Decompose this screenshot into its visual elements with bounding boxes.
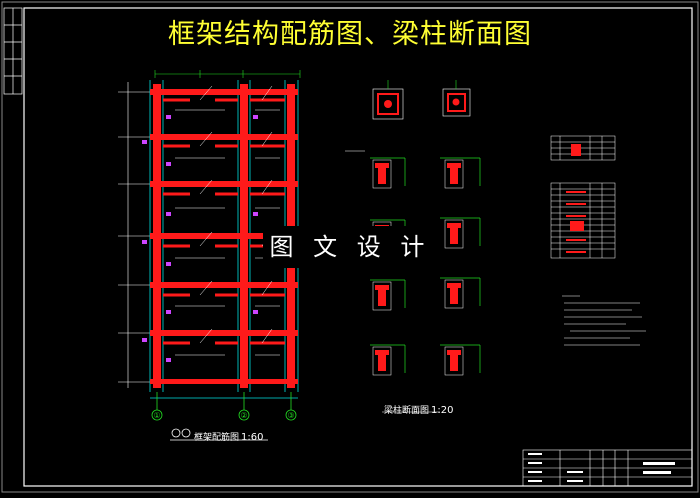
rebar-table-small-mark [571,144,581,156]
axis-label-2: ② [240,411,247,420]
frame-scale: 1:60 [241,432,264,443]
title-block-marks [528,453,675,482]
frame-caption-text: 框架配筋图 [194,433,240,443]
section-tags [142,115,258,362]
axis-label-3: ③ [287,411,294,420]
section-scale: 1:20 [431,405,454,416]
design-notes [562,295,646,346]
top-dimension [154,70,301,78]
column-sections [372,80,471,120]
drawing-title: 框架结构配筋图、梁柱断面图 [168,19,532,50]
rebar-haunch [163,98,285,345]
binding-strip [3,7,23,95]
title-block [522,449,693,487]
section-caption-text: 梁柱断面图 [384,406,430,416]
rebar-table-large-marks [566,191,586,253]
watermark: 图 文 设 计 [263,226,437,268]
rebar-beams [150,89,298,384]
rebar-table-small [550,135,616,161]
sheet-border-inner [23,7,693,487]
rebar-annotations [175,85,280,356]
level-markers [118,82,150,388]
axis-bubbles [151,392,297,421]
axis-label-1: ① [153,411,160,420]
caption-bubbles [170,428,268,441]
frame-elevation: ① ② ③ [118,70,301,441]
rebar-table-large [550,182,616,259]
beam-sections [345,150,481,413]
